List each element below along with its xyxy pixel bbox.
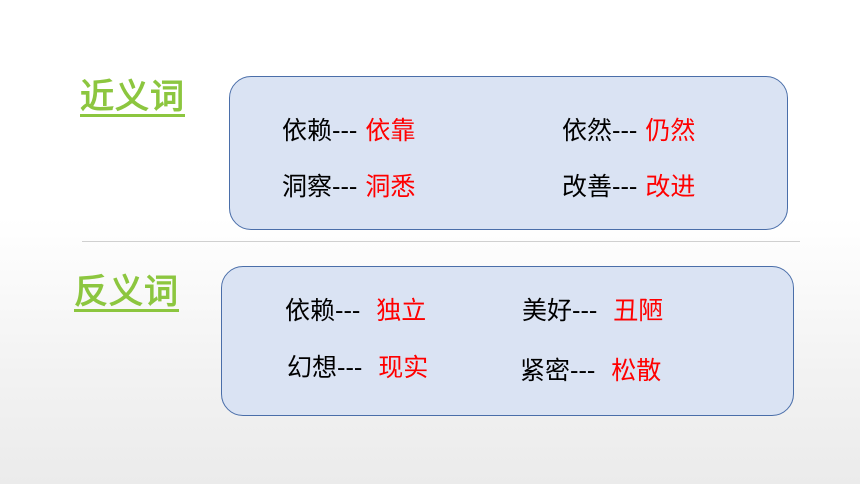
pair-word: 洞察 — [282, 172, 333, 201]
pair-answer: 依靠 — [365, 116, 416, 145]
antonym-heading: 反义词 — [74, 272, 179, 312]
antonym-box — [221, 266, 794, 416]
antonym-pair: 紧密--- 松散 — [520, 358, 661, 383]
synonym-heading: 近义词 — [80, 77, 185, 117]
pair-dash: --- — [337, 353, 363, 382]
pair-answer: 仍然 — [645, 116, 696, 145]
synonym-pair: 洞察--- 洞悉 — [282, 174, 415, 199]
pair-answer: 现实 — [378, 353, 429, 382]
antonym-pair: 幻想--- 现实 — [287, 355, 428, 380]
pair-word: 美好 — [522, 296, 573, 325]
synonym-pair: 改善--- 改进 — [562, 174, 695, 199]
pair-answer: 松散 — [611, 356, 662, 385]
pair-answer: 独立 — [376, 296, 427, 325]
synonym-pair: 依然--- 仍然 — [562, 118, 695, 143]
pair-word: 改善 — [562, 172, 613, 201]
synonym-box — [229, 76, 788, 230]
pair-word: 依赖 — [285, 296, 336, 325]
antonym-pair: 美好--- 丑陋 — [522, 298, 663, 323]
pair-answer: 丑陋 — [613, 296, 664, 325]
pair-word: 紧密 — [520, 356, 571, 385]
pair-dash: --- — [572, 296, 598, 325]
pair-word: 依然 — [562, 116, 613, 145]
pair-answer: 改进 — [645, 172, 696, 201]
pair-answer: 洞悉 — [365, 172, 416, 201]
pair-dash: --- — [335, 296, 361, 325]
pair-dash: --- — [332, 172, 358, 201]
pair-dash: --- — [612, 172, 638, 201]
pair-word: 幻想 — [287, 353, 338, 382]
synonym-pair: 依赖--- 依靠 — [282, 118, 415, 143]
pair-word: 依赖 — [282, 116, 333, 145]
pair-dash: --- — [570, 356, 596, 385]
pair-dash: --- — [332, 116, 358, 145]
section-divider — [82, 241, 800, 242]
pair-dash: --- — [612, 116, 638, 145]
antonym-pair: 依赖--- 独立 — [285, 298, 426, 323]
